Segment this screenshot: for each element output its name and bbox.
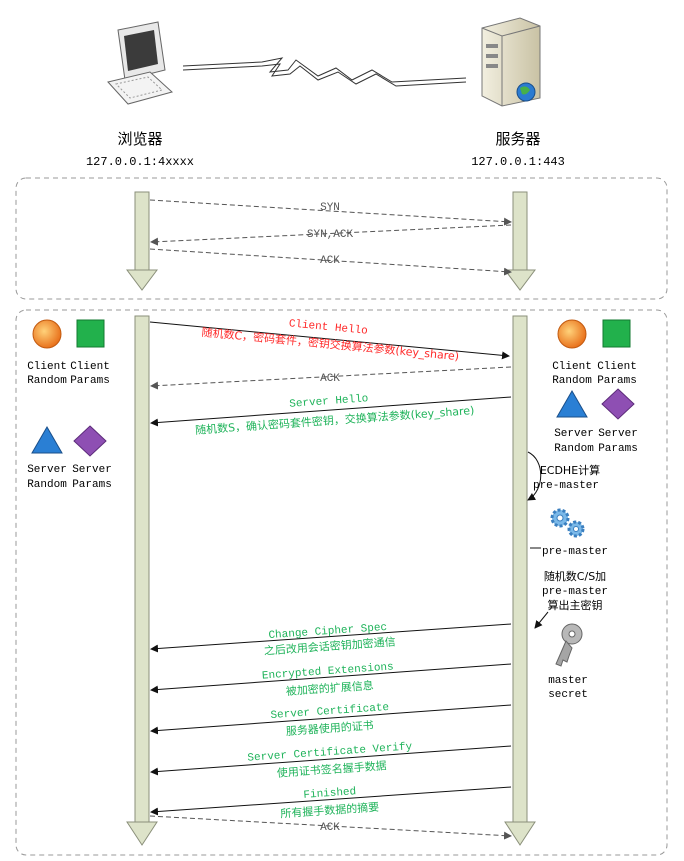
client-params-shape [76, 319, 105, 348]
c-client-params-l2: Params [70, 375, 110, 387]
server-hello-label: Server Hello [289, 393, 369, 411]
derive-note-l3: 算出主密钥 [548, 598, 603, 612]
ecdhe-note-l1: ECDHE计算 [540, 463, 600, 477]
derive-note-l2: pre-master [542, 586, 608, 598]
tls-ack1-label: ACK [320, 373, 340, 385]
server-address: 127.0.0.1:443 [471, 155, 565, 169]
master-label-l1: master [548, 675, 588, 687]
ee-arrow [150, 663, 512, 694]
cert-detail: 服务器使用的证书 [285, 718, 374, 738]
tcp-handshake-box [15, 177, 668, 300]
s-server-random-l2: Random [554, 443, 594, 455]
master-label-l2: secret [548, 689, 588, 701]
server-name: 服务器 [495, 130, 540, 148]
tls-ack2-arrow [149, 815, 512, 840]
tls-client-lifeline [126, 315, 158, 846]
c-server-random-l2: Random [27, 479, 67, 491]
computer-icon [107, 21, 174, 105]
ecdhe-note-l2: pre-master [533, 480, 599, 492]
premaster-label: pre-master [542, 546, 608, 558]
tls-ack1-arrow [150, 366, 512, 390]
tls-ack2-label: ACK [320, 822, 340, 834]
tls-server-lifeline [504, 315, 536, 846]
tls-handshake-box [15, 309, 668, 856]
tcp-server-lifeline [504, 191, 536, 291]
c-client-params-l1: Client [70, 361, 110, 373]
derive-arrow [534, 611, 549, 629]
gear-icon [550, 508, 585, 538]
fin-arrow [150, 786, 512, 816]
cv-label: Server Certificate Verify [247, 741, 413, 765]
server-hello-arrow [150, 396, 512, 427]
client-address: 127.0.0.1:4xxxx [86, 155, 194, 169]
synack-arrow [150, 224, 512, 246]
s-server-random-l1: Server [554, 428, 594, 440]
client-random-shape-server [557, 319, 587, 349]
fin-label: Finished [303, 786, 357, 802]
ee-label: Encrypted Extensions [262, 661, 395, 682]
c-client-random-l2: Random [27, 375, 67, 387]
key-icon [555, 623, 583, 667]
client-random-shape [32, 319, 62, 349]
ack-arrow [149, 248, 512, 276]
client-name: 浏览器 [117, 130, 162, 148]
s-server-params-l2: Params [598, 443, 638, 455]
fin-detail: 所有握手数据的摘要 [280, 800, 380, 821]
syn-arrow [149, 199, 512, 226]
cert-arrow [150, 704, 512, 735]
c-server-params-l1: Server [72, 464, 112, 476]
client-params-shape-server [602, 319, 631, 348]
server-icon [481, 17, 541, 107]
synack-label: SYN,ACK [307, 229, 354, 241]
tcp-client-lifeline [126, 191, 158, 291]
syn-label: SYN [320, 202, 340, 214]
ack-label: ACK [320, 255, 340, 267]
ccs-arrow [150, 623, 512, 653]
c-client-random-l1: Client [27, 361, 67, 373]
server-random-shape-client [31, 425, 63, 454]
s-client-random-l1: Client [552, 361, 592, 373]
server-random-shape [556, 389, 588, 418]
client-hello-arrow [149, 321, 510, 360]
ee-detail: 被加密的扩展信息 [285, 678, 374, 698]
network-link [182, 57, 467, 87]
c-server-params-l2: Params [72, 479, 112, 491]
ecdhe-bracket [527, 451, 542, 501]
server-params-shape [601, 388, 635, 420]
derive-note-l1: 随机数C/S加 [544, 569, 606, 583]
cv-arrow [150, 745, 512, 776]
s-client-params-l1: Client [597, 361, 637, 373]
s-client-params-l2: Params [597, 375, 637, 387]
server-hello-detail: 随机数S，确认密码套件密钥，交换算法参数(key_share) [195, 403, 475, 437]
server-params-shape-client [73, 425, 107, 457]
c-server-random-l1: Server [27, 464, 67, 476]
s-server-params-l1: Server [598, 428, 638, 440]
s-client-random-l2: Random [552, 375, 592, 387]
